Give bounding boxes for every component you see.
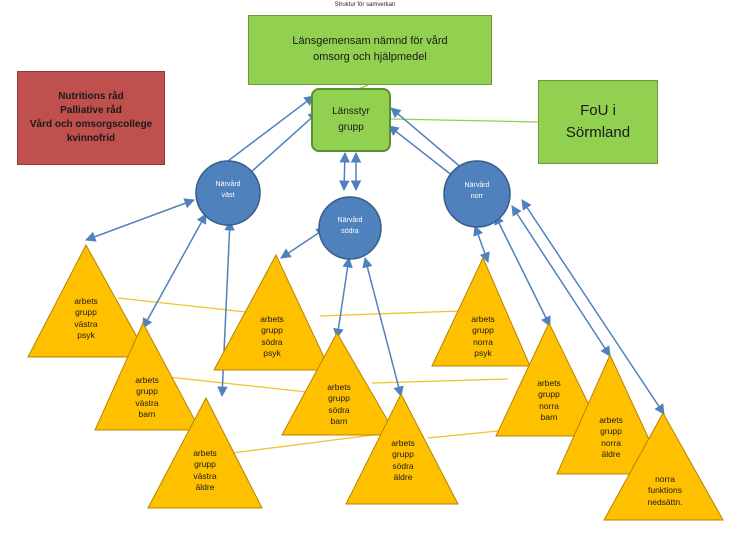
box-lansgemensam-namnd-label: Länsgemensam nämnd för vård omsorg och h…: [292, 35, 448, 63]
triangle-norra-psyk: [431, 256, 531, 367]
working-groups: [27, 243, 724, 521]
tri-label-norra-aldre: arbets grupp norra äldre: [599, 415, 623, 460]
arrow-steering-norr-a: [390, 107, 471, 176]
arrow-steering-sodra-a: [339, 151, 350, 192]
arrow-vast-vastra-psyk: [85, 198, 195, 242]
link-fou-steering: [390, 118, 539, 123]
box-councils-label: Nutritions råd Palliative råd Vård och o…: [29, 91, 153, 144]
arrow-norr-norra-psyk: [473, 225, 490, 263]
triangle-norra-aldre: [556, 353, 666, 475]
link-psyk-vastra-sodra: [117, 297, 256, 314]
arrow-norr-norra-aldre: [511, 205, 611, 357]
box-fou-sormland: FoU i Sörmland: [538, 80, 658, 164]
box-lansstyrgrupp-label: Länsstyr grupp: [332, 106, 370, 133]
tri-label-norra-psyk: arbets grupp norra psyk: [471, 314, 495, 359]
tri-label-vastra-barn: arbets grupp västra barn: [135, 375, 159, 420]
tri-label-sodra-psyk: arbets grupp södra psyk: [260, 314, 284, 359]
circle-narvard-vast: [195, 160, 261, 226]
triangle-vastra-barn: [94, 321, 201, 431]
box-fou-sormland-label: FoU i Sörmland: [565, 101, 631, 142]
arrow-norr-norra-funk: [521, 199, 665, 415]
box-lansstyrgrupp: Länsstyr grupp: [311, 88, 391, 152]
circle-label-vast: Närvård väst: [215, 181, 241, 199]
link-barn-sodra-norra: [371, 378, 509, 384]
tri-label-norra-funk: norra funktions nedsättn.: [647, 474, 683, 507]
local-nodes: [195, 160, 511, 260]
box-councils: Nutritions råd Palliative råd Vård och o…: [17, 71, 165, 165]
tri-label-sodra-barn: arbets grupp södra barn: [327, 382, 351, 427]
circle-narvard-sodra: [318, 196, 382, 260]
arrow-sodra-sodra-aldre: [362, 256, 404, 398]
circle-label-sodra: Närvård södra: [337, 217, 363, 235]
circle-narvard-norr: [443, 160, 511, 228]
triangle-sodra-psyk: [213, 253, 331, 371]
tri-label-vastra-psyk: arbets grupp västra psyk: [74, 296, 98, 341]
arrow-steering-vast-b: [239, 111, 319, 183]
box-lansgemensam-namnd: Länsgemensam nämnd för vård omsorg och h…: [248, 15, 492, 85]
triangle-vastra-psyk: [27, 243, 149, 358]
arrow-sodra-sodra-psyk-a: [280, 227, 327, 259]
link-barn-vastra-sodra: [167, 376, 308, 393]
circle-label-norr: Närvård norr: [464, 182, 490, 200]
arrow-steering-norr-b: [388, 125, 459, 181]
tri-label-vastra-aldre: arbets grupp västra äldre: [193, 448, 217, 493]
triangle-vastra-aldre: [147, 396, 263, 509]
hierarchy-arrows: [85, 95, 665, 415]
tri-label-norra-barn: arbets grupp norra barn: [537, 378, 561, 423]
triangle-sodra-aldre: [345, 392, 459, 505]
triangle-norra-barn: [495, 321, 605, 437]
link-aldre-vastra-sodra: [231, 434, 374, 454]
triangle-norra-funk: [603, 411, 724, 521]
arrow-sodra-sodra-barn: [333, 256, 353, 340]
triangle-sodra-barn: [281, 331, 397, 436]
arrow-vast-vastra-barn: [142, 213, 207, 329]
tri-label-sodra-aldre: arbets grupp södra äldre: [391, 438, 415, 483]
diagram-caption: Struktur för samverkan: [334, 2, 396, 8]
